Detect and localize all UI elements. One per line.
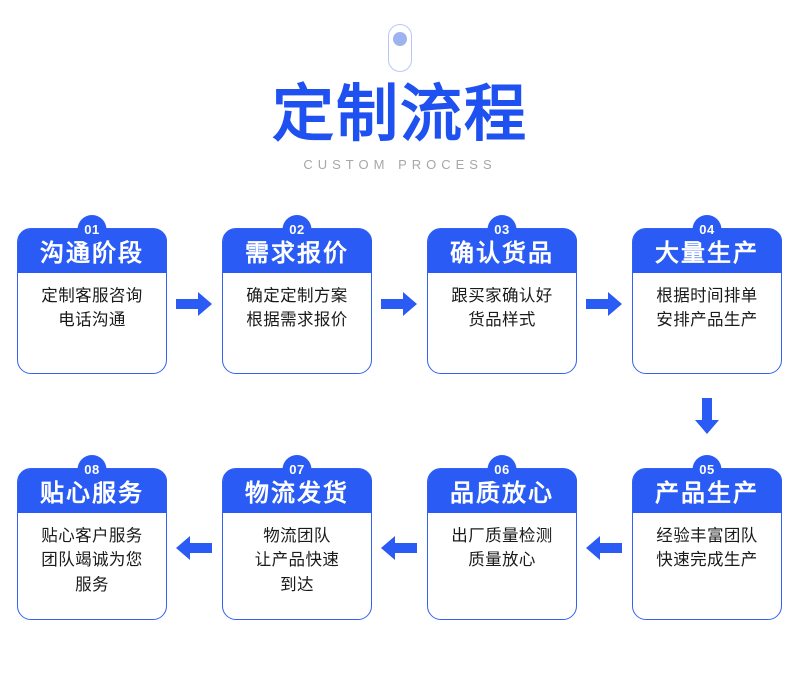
process-step-06[interactable]: 06 品质放心 出厂质量检测 质量放心	[427, 455, 577, 620]
step-description-line: 贴心客户服务	[41, 526, 143, 545]
flow-arrow-down-icon	[695, 398, 719, 434]
process-step-07[interactable]: 07 物流发货 物流团队 让产品快速 到达	[222, 455, 372, 620]
arrow-shaft	[176, 299, 198, 309]
step-description-line: 确定定制方案	[246, 286, 348, 305]
step-title: 品质放心	[427, 468, 577, 513]
arrow-shaft	[190, 543, 212, 553]
step-number-badge: 08	[77, 455, 107, 484]
step-description: 确定定制方案 根据需求报价	[223, 273, 371, 334]
flow-arrow-right-icon	[176, 292, 212, 316]
step-number-badge: 04	[692, 215, 722, 244]
page-subtitle: CUSTOM PROCESS	[303, 156, 497, 172]
step-number-badge: 03	[487, 215, 517, 244]
arrow-shaft	[381, 299, 403, 309]
step-description-line: 经验丰富团队	[656, 526, 758, 545]
step-description: 出厂质量检测 质量放心	[428, 513, 576, 574]
arrow-shaft	[702, 398, 712, 420]
step-title: 物流发货	[222, 468, 372, 513]
step-description-line: 定制客服咨询	[41, 286, 143, 305]
arrow-tip	[695, 420, 719, 434]
step-description-line: 出厂质量检测	[451, 526, 553, 545]
step-description-line: 服务	[75, 576, 109, 594]
flow-arrow-left-icon	[381, 536, 417, 560]
step-description-line: 质量放心	[468, 551, 536, 570]
diagram-header: 定制流程 CUSTOM PROCESS	[0, 0, 800, 172]
page-title: 定制流程	[271, 80, 528, 149]
step-description: 贴心客户服务 团队竭诚为您 服务	[18, 513, 166, 598]
arrow-tip	[381, 536, 395, 560]
pill-dot-inner-circle	[393, 32, 407, 46]
step-description-line: 快速完成生产	[656, 551, 758, 570]
step-description-line: 电话沟通	[58, 311, 126, 330]
step-number-badge: 01	[77, 215, 107, 244]
step-description-line: 让产品快速	[254, 551, 340, 570]
process-step-01[interactable]: 01 沟通阶段 定制客服咨询 电话沟通	[17, 215, 167, 374]
process-step-08[interactable]: 08 贴心服务 贴心客户服务 团队竭诚为您 服务	[17, 455, 167, 620]
arrow-tip	[608, 292, 622, 316]
step-description-line: 根据时间排单	[656, 286, 758, 305]
process-step-04[interactable]: 04 大量生产 根据时间排单 安排产品生产	[632, 215, 782, 374]
process-step-02[interactable]: 02 需求报价 确定定制方案 根据需求报价	[222, 215, 372, 374]
step-description: 定制客服咨询 电话沟通	[18, 273, 166, 334]
step-description: 物流团队 让产品快速 到达	[223, 513, 371, 598]
arrow-tip	[403, 292, 417, 316]
step-title: 确认货品	[427, 228, 577, 273]
flow-arrow-left-icon	[176, 536, 212, 560]
arrow-tip	[176, 536, 190, 560]
flow-arrow-right-icon	[381, 292, 417, 316]
process-step-03[interactable]: 03 确认货品 跟买家确认好 货品样式	[427, 215, 577, 374]
step-title: 贴心服务	[17, 468, 167, 513]
step-description-line: 到达	[280, 576, 314, 594]
process-step-05[interactable]: 05 产品生产 经验丰富团队 快速完成生产	[632, 455, 782, 620]
step-description-line: 根据需求报价	[246, 311, 348, 330]
step-description-line: 安排产品生产	[656, 311, 758, 330]
step-description-line: 团队竭诚为您	[41, 551, 143, 570]
flow-arrow-right-icon	[586, 292, 622, 316]
step-number-badge: 07	[282, 455, 312, 484]
step-description: 经验丰富团队 快速完成生产	[633, 513, 781, 574]
step-number-badge: 02	[282, 215, 312, 244]
step-number-badge: 06	[487, 455, 517, 484]
step-description: 跟买家确认好 货品样式	[428, 273, 576, 334]
arrow-shaft	[395, 543, 417, 553]
arrow-shaft	[586, 299, 608, 309]
step-description-line: 跟买家确认好	[451, 286, 553, 305]
arrow-tip	[198, 292, 212, 316]
pill-dot-icon	[388, 24, 412, 72]
step-number-badge: 05	[692, 455, 722, 484]
step-description-line: 货品样式	[468, 311, 536, 330]
step-description: 根据时间排单 安排产品生产	[633, 273, 781, 334]
arrow-shaft	[600, 543, 622, 553]
flow-arrow-left-icon	[586, 536, 622, 560]
step-description-line: 物流团队	[263, 526, 331, 545]
arrow-tip	[586, 536, 600, 560]
